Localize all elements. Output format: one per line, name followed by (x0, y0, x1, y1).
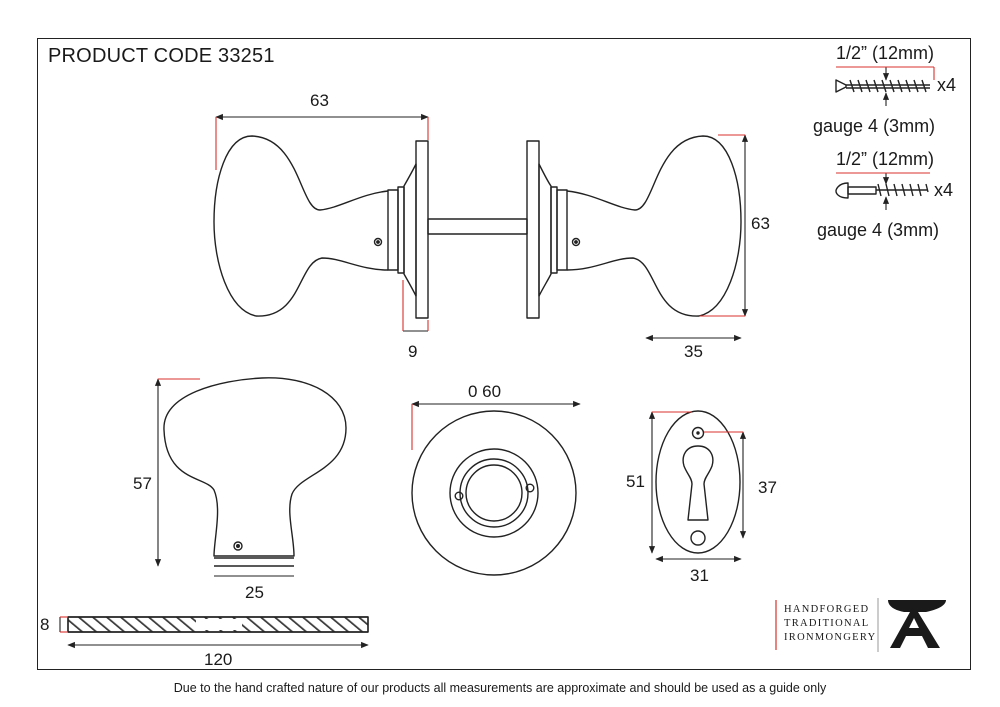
screw-2-gauge: gauge 4 (3mm) (817, 220, 940, 240)
brand-line-1: HANDFORGED (784, 604, 870, 615)
rose-front-view (411, 410, 577, 576)
dim-knob-height: 63 (751, 214, 770, 233)
screw-1-quantity: x4 (937, 75, 957, 95)
dimension-lines (59, 67, 890, 649)
dim-rose-thickness: 9 (408, 342, 418, 361)
screw-2-quantity: x4 (934, 180, 954, 200)
product-code: PRODUCT CODE 33251 (48, 45, 275, 67)
dim-escutcheon-height: 51 (626, 472, 645, 491)
drawing-frame (37, 38, 971, 670)
dim-knob-width: 63 (310, 91, 329, 110)
screw-2-length: 1/2” (12mm) (836, 149, 935, 169)
dim-escutcheon-width: 31 (690, 566, 709, 585)
extension-accents (60, 66, 935, 633)
spindle-bar (67, 616, 369, 633)
dim-spindle-length: 120 (204, 650, 233, 669)
anvil-a-logo-icon (888, 600, 946, 648)
screw-1-length: 1/2” (12mm) (836, 43, 935, 63)
dim-knob-side-height: 57 (133, 474, 152, 493)
dim-spindle-thickness: 8 (40, 615, 50, 634)
screw-countersunk-icon (835, 79, 930, 93)
screw-roundhead-icon (835, 182, 929, 199)
dim-keyhole-height: 37 (758, 478, 777, 497)
knob-front-view (163, 377, 347, 567)
right-knob-side-view (526, 135, 742, 319)
spindle-side-view (427, 218, 528, 235)
disclaimer: Due to the hand crafted nature of our pr… (173, 681, 827, 695)
dim-knob-depth: 35 (684, 342, 703, 361)
left-knob-side-view (213, 135, 429, 319)
dim-knob-neck-width: 25 (245, 583, 264, 602)
dim-rose-diameter: 0 60 (468, 382, 502, 401)
brand-line-2: TRADITIONAL (784, 618, 870, 629)
screw-1-gauge: gauge 4 (3mm) (813, 116, 936, 136)
brand-line-3: IRONMONGERY (784, 632, 877, 643)
